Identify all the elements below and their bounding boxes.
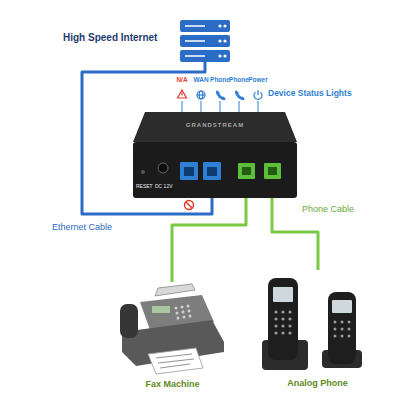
callout-label: Device Status Lights <box>268 89 352 99</box>
internet-node: High Speed Internet <box>55 18 240 68</box>
status-icons <box>178 90 262 100</box>
server-icon <box>180 20 230 68</box>
fax-node: Fax Machine <box>112 282 233 392</box>
cable-label: Ethernet Cable <box>50 222 114 232</box>
leader-lines <box>182 101 258 113</box>
status-label: Phone <box>229 76 249 83</box>
cable-label: Phone Cable <box>300 204 356 214</box>
status-label: WAN <box>193 76 208 83</box>
cable-line <box>172 198 246 282</box>
analog-phones <box>262 278 362 370</box>
fax-machine <box>120 284 224 374</box>
status-label: Power <box>248 76 268 83</box>
status-label: Phone <box>210 76 230 83</box>
device-caption: Analog Phone <box>252 378 383 388</box>
device-caption: Fax Machine <box>112 379 233 389</box>
port-label: DC 12V <box>155 184 173 190</box>
phone-node: Analog Phone <box>252 270 383 392</box>
cable-line <box>82 68 212 214</box>
node-heading: High Speed Internet <box>63 32 157 44</box>
status-label: N/A <box>176 76 187 83</box>
port-label: RESET <box>136 184 153 190</box>
brand-text: GRANDSTREAM <box>130 122 300 129</box>
no-symbol <box>185 201 194 210</box>
